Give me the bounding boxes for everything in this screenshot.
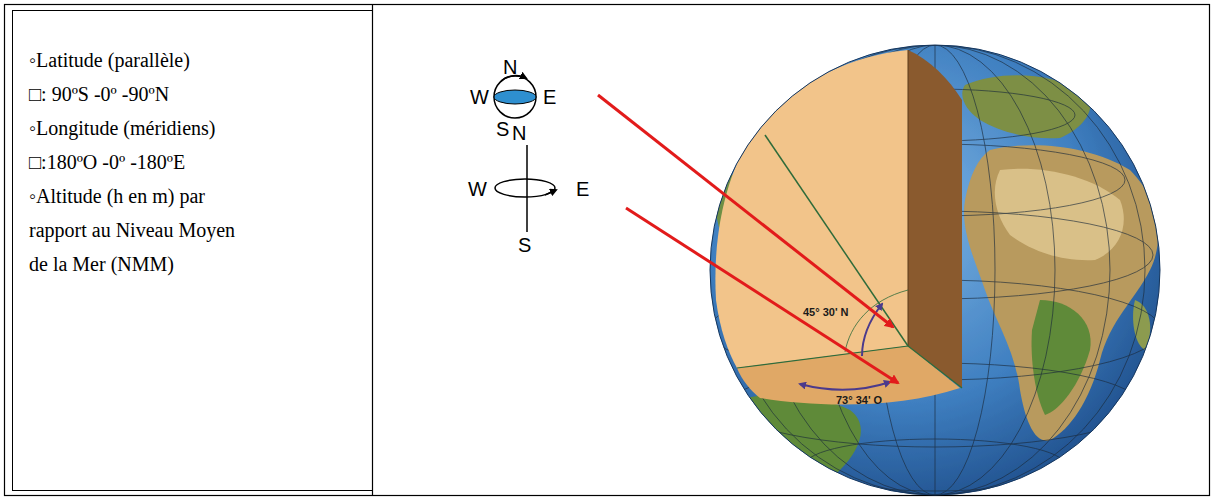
direction-letter: N: [512, 122, 526, 144]
direction-letter: E: [543, 86, 556, 108]
direction-letter: S: [518, 234, 531, 256]
cell-line: ◦Longitude (méridiens): [29, 111, 251, 145]
cell-line: □: 90ºS -0º -90ºN: [29, 77, 251, 111]
cell-line: ◦Latitude (parallèle): [29, 43, 251, 77]
cell-line: ◦Altitude (h en m) par rapport au Niveau…: [29, 179, 251, 281]
direction-letter: E: [576, 178, 589, 200]
text-cell: ◦Latitude (parallèle)□: 90ºS -0º -90ºN◦L…: [12, 10, 373, 491]
angle-label: 45° 30' N: [803, 306, 849, 319]
angle-label: 73° 34' O: [836, 394, 882, 407]
direction-letter: N: [503, 56, 517, 78]
cell-line: □:180ºO -0º -180ºE: [29, 145, 251, 179]
direction-letter: W: [468, 178, 487, 200]
direction-letter: W: [470, 86, 489, 108]
direction-letter: S: [496, 118, 509, 140]
